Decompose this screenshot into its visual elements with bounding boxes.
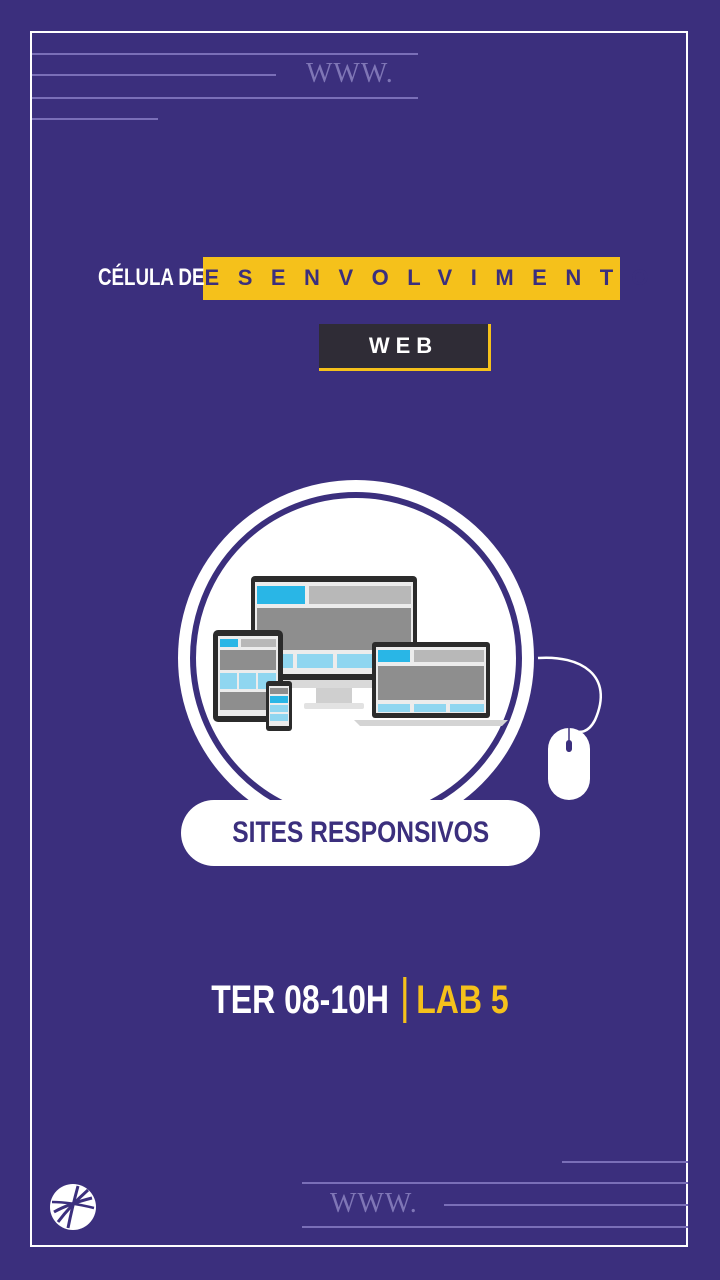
title-row: CÉLULA DE DESENVOLVIMENTO: [98, 256, 648, 300]
subtitle-box: WEB: [319, 324, 491, 371]
decorative-line: [562, 1161, 688, 1163]
decorative-line: [302, 1226, 688, 1228]
mouse-cable: [537, 656, 602, 739]
schedule-location: LAB 5: [416, 977, 509, 1022]
decorative-line: [32, 74, 276, 76]
responsive-devices-illustration: [178, 480, 602, 820]
mouse-icon: [548, 728, 590, 800]
decorative-line: [444, 1204, 688, 1206]
decorative-line: [32, 118, 158, 120]
decorative-line: [302, 1182, 688, 1184]
decorative-line: [32, 53, 418, 55]
www-text-bottom: WWW.: [330, 1188, 418, 1219]
www-text-top: WWW.: [306, 58, 394, 89]
smartphone-icon: [266, 681, 292, 731]
schedule: TER 08-10H LAB 5: [0, 970, 720, 1030]
schedule-time: TER 08-10H: [211, 977, 390, 1022]
title-highlight-box: DESENVOLVIMENTO: [170, 256, 648, 300]
sites-responsivos-badge: SITES RESPONSIVOS: [181, 800, 540, 866]
schedule-separator: [403, 977, 407, 1023]
decorative-line: [32, 97, 418, 99]
institution-logo-icon: [50, 1184, 96, 1230]
badge-label: SITES RESPONSIVOS: [231, 816, 489, 849]
page-frame: [30, 31, 688, 1247]
tablet-icon: [213, 630, 283, 722]
title-prefix: CÉLULA DE: [98, 264, 205, 291]
laptop-icon: [354, 642, 508, 726]
